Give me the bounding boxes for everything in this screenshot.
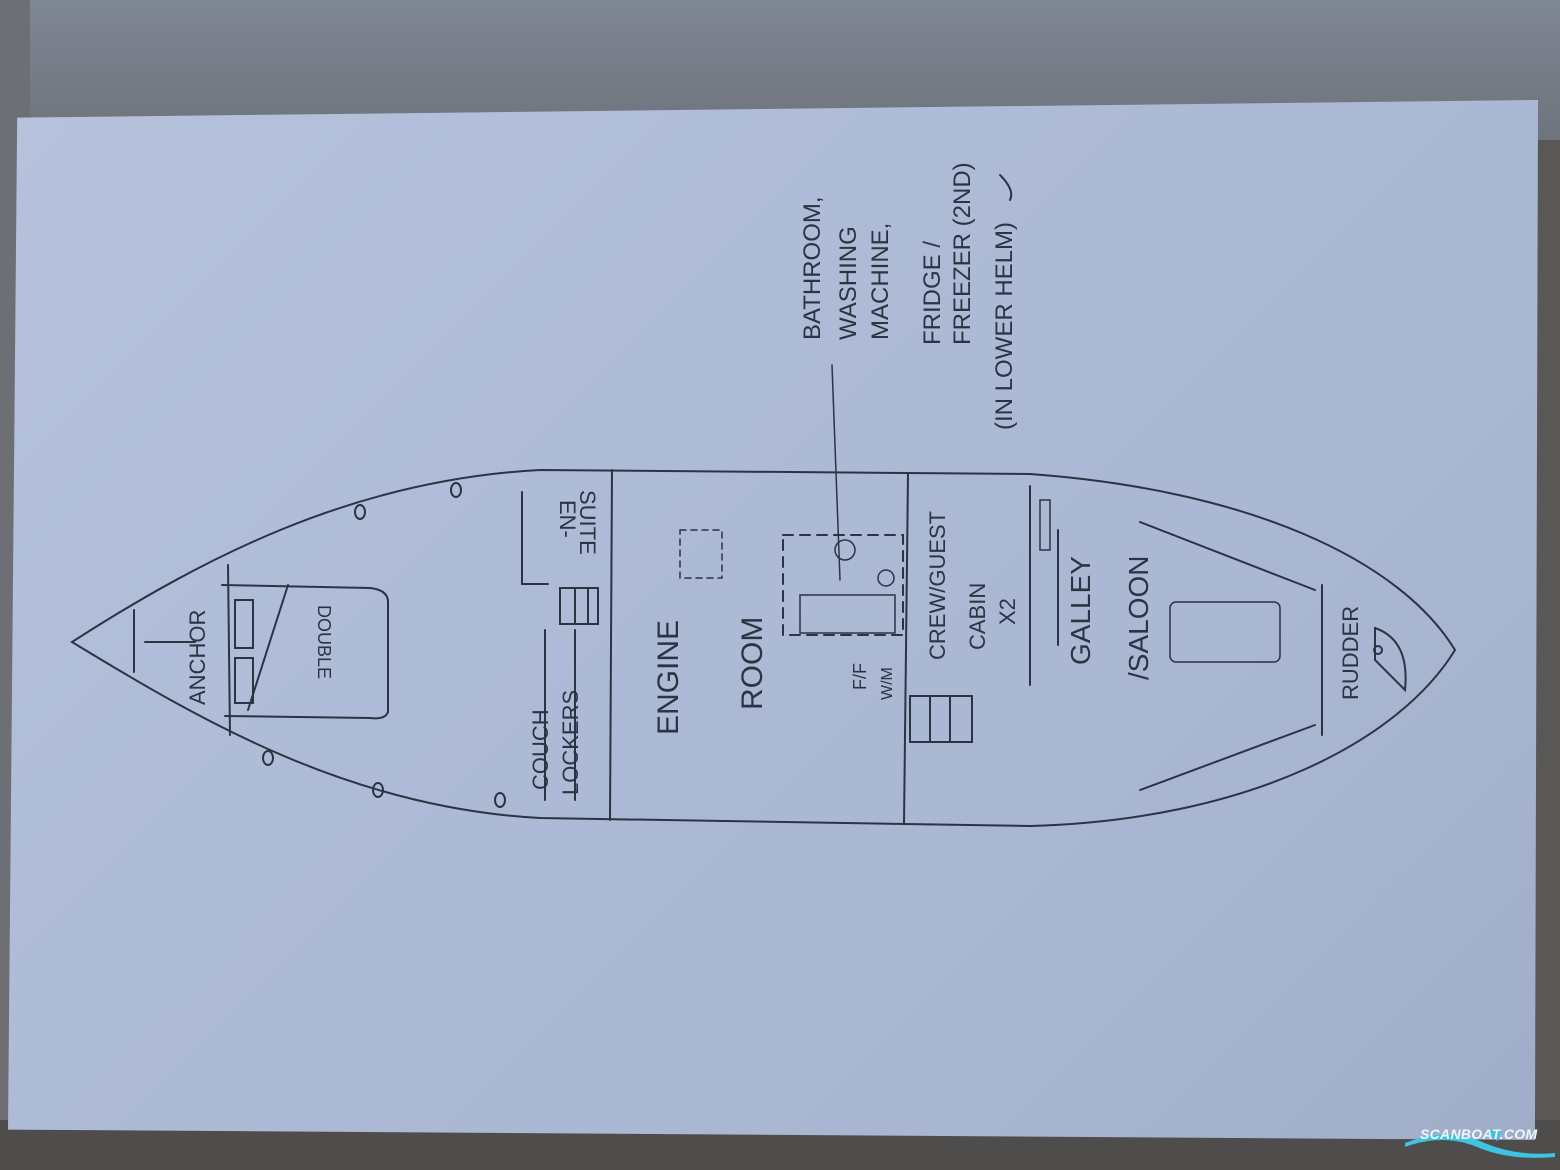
annotation-line2: WASHING: [835, 226, 862, 340]
annotation-line5: FREEZER (2ND): [949, 162, 976, 345]
watermark-text: SCANBOAT.COM: [1420, 1126, 1538, 1142]
watermark-wave-icon: [1405, 1129, 1555, 1158]
label-en-suite-1: EN-: [555, 500, 580, 538]
label-en-suite-2: SUITE: [575, 490, 600, 555]
paper-sheet: [8, 100, 1538, 1140]
label-lockers: LOCKERS: [558, 690, 583, 795]
annotation-line3: MACHINE,: [867, 223, 894, 340]
label-galley: GALLEY: [1065, 556, 1096, 665]
label-room: ROOM: [736, 617, 769, 710]
label-engine: ENGINE: [652, 620, 685, 735]
annotation-line6: (IN LOWER HELM): [991, 222, 1018, 430]
label-x2: X2: [995, 598, 1020, 625]
label-couch: COUCH: [528, 709, 553, 790]
label-cabin: CABIN: [965, 583, 990, 650]
label-ff: F/F: [850, 663, 870, 690]
label-wm: W/M: [879, 667, 896, 700]
hull-outline: [70, 468, 1457, 828]
annotation-line1: BATHROOM,: [799, 196, 826, 340]
label-rudder: RUDDER: [1338, 606, 1363, 700]
label-anchor: ANCHOR: [185, 610, 210, 705]
annotation-line4: FRIDGE /: [919, 241, 946, 345]
label-double: DOUBLE: [314, 605, 334, 679]
label-crew-guest: CREW/GUEST: [925, 511, 950, 660]
label-saloon: /SALOON: [1123, 556, 1154, 680]
